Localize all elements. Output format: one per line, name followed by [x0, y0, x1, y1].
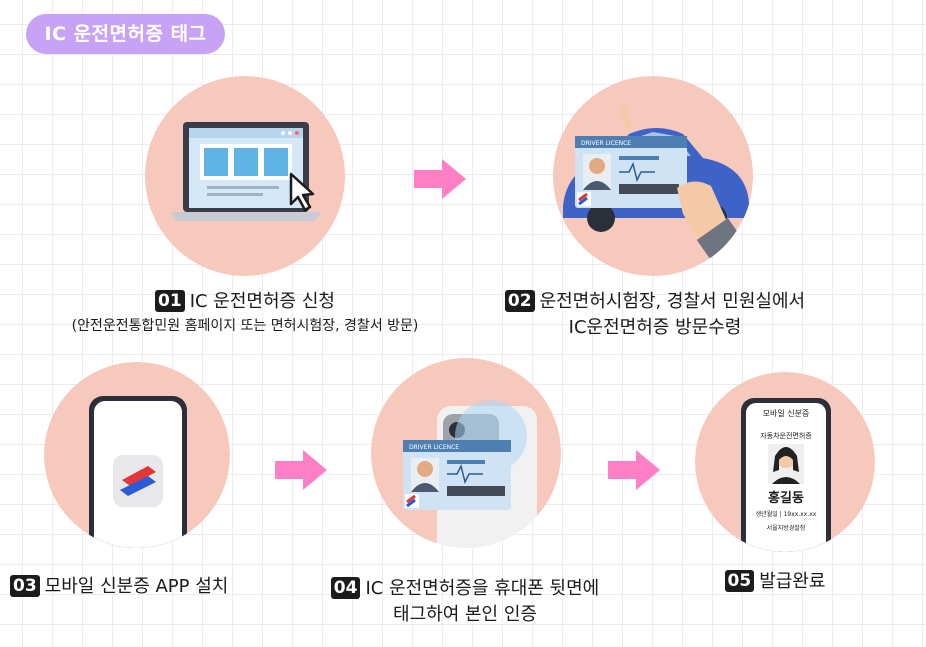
step-1-illustration: [145, 76, 345, 276]
mobile-id-app-icon: [89, 396, 187, 548]
step-5-number: 05: [724, 570, 755, 592]
title-badge: IC 운전면허증 태그: [26, 14, 225, 54]
step-4-text-line1: IC 운전면허증을 휴대폰 뒷면에: [365, 578, 600, 599]
laptop-cursor-icon: [171, 122, 321, 221]
app-title: 모바일 신분증: [763, 408, 810, 418]
phone-nfc-tag-icon: DRIVER LICENCE: [403, 400, 537, 548]
license-birth: 생년월일 | 19xx.xx.xx: [756, 510, 817, 518]
license-agency: 서울지방경찰청: [767, 524, 806, 532]
step-1-text: IC 운전면허증 신청: [189, 291, 335, 312]
step-1-number: 01: [155, 290, 185, 312]
step-3-text: 모바일 신분증 APP 설치: [44, 576, 229, 597]
card-header-text: DRIVER LICENCE: [409, 444, 459, 451]
license-doc-title: 자동차운전면허증: [760, 431, 812, 440]
arrow-right-icon: [412, 157, 468, 201]
license-holder-name: 홍길동: [768, 490, 804, 506]
step-4-illustration: DRIVER LICENCE: [371, 358, 561, 548]
step-3-illustration: [44, 362, 230, 548]
step-2-illustration: DRIVER LICENCE: [553, 76, 753, 276]
step-2-text-line1: 운전면허시험장, 경찰서 민원실에서: [539, 291, 806, 312]
step-1-note: (안전운전통합민원 홈페이지 또는 면허시험장, 경찰서 방문): [71, 318, 419, 334]
arrow-right-icon: [273, 448, 329, 492]
step-2-text-line2: IC운전면허증 방문수령: [568, 317, 742, 338]
driver-licence-card-icon: DRIVER LICENCE: [575, 136, 687, 208]
step-4-number: 04: [330, 577, 361, 599]
step-5-text: 발급완료: [759, 571, 826, 592]
step-2-number: 02: [504, 290, 535, 312]
arrow-right-icon: [606, 448, 662, 492]
step-3-number: 03: [10, 575, 40, 597]
phone-digital-license-icon: 모바일 신분증 자동차운전면허증 홍길동 생년월일 | 19xx.xx.xx 서…: [741, 398, 831, 552]
step-5-illustration: 모바일 신분증 자동차운전면허증 홍길동 생년월일 | 19xx.xx.xx 서…: [695, 372, 875, 552]
step-4-text-line2: 태그하여 본인 인증: [393, 604, 537, 625]
card-header-text: DRIVER LICENCE: [581, 140, 631, 147]
